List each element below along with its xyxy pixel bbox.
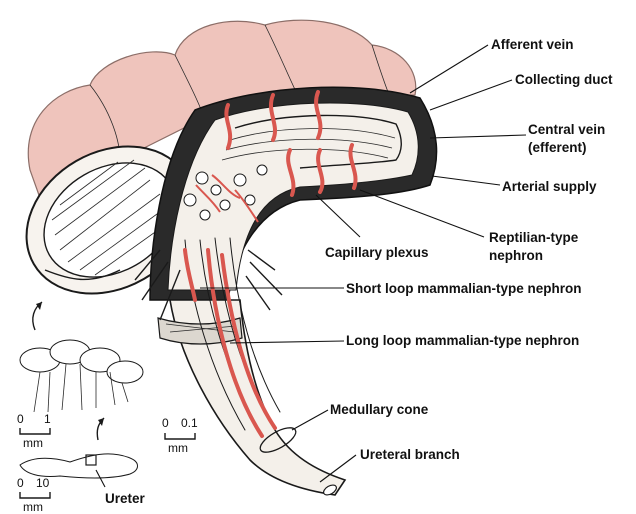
scale-unit: mm [23, 500, 43, 514]
long-loop-tubule [206, 248, 264, 438]
nephron-loops-medulla [183, 237, 281, 438]
scale-tick-10: 10 [36, 476, 50, 490]
scale-unit: mm [168, 441, 188, 455]
scale-tick-1: 1 [44, 412, 51, 426]
capillary-plexus [183, 164, 268, 223]
label-reptilian-nephron: nephron [489, 248, 543, 263]
scale-tick-0: 0 [162, 416, 169, 430]
scale-bar-center: 0 0.1 mm [162, 416, 198, 455]
label-central-vein-efferent: (efferent) [528, 140, 587, 155]
label-reptilian-type: Reptilian-type [489, 230, 579, 245]
label-medullary-cone: Medullary cone [330, 402, 429, 417]
label-arterial-supply: Arterial supply [502, 179, 597, 194]
scale-bar-left-top: 0 1 mm [17, 412, 51, 450]
inset-lobule-cluster [19, 301, 144, 441]
scale-unit: mm [23, 436, 43, 450]
scale-bar-left-bottom: 0 10 mm [17, 476, 51, 514]
scale-tick-0-1: 0.1 [181, 416, 198, 430]
sectioned-lobule [25, 145, 195, 295]
label-capillary-plexus: Capillary plexus [325, 245, 429, 260]
label-central-vein: Central vein [528, 122, 605, 137]
label-long-loop: Long loop mammalian-type nephron [346, 333, 579, 348]
short-loop-tubule [183, 248, 197, 302]
label-short-loop: Short loop mammalian-type nephron [346, 281, 582, 296]
label-ureteral-branch: Ureteral branch [360, 447, 460, 462]
cortex-lobes [27, 19, 417, 242]
leader-lines [200, 44, 527, 483]
medullary-cone-shape [157, 299, 347, 496]
radiating-vessels [134, 249, 283, 321]
inset-ureter [19, 453, 138, 488]
label-ureter: Ureter [105, 491, 146, 506]
scale-tick-0: 0 [17, 476, 24, 490]
labels: Afferent vein Collecting duct Central ve… [105, 37, 613, 506]
nephron-tubules-cortex [224, 90, 358, 197]
label-collecting-duct: Collecting duct [515, 72, 613, 87]
scale-tick-0: 0 [17, 412, 24, 426]
label-afferent-vein: Afferent vein [491, 37, 574, 52]
